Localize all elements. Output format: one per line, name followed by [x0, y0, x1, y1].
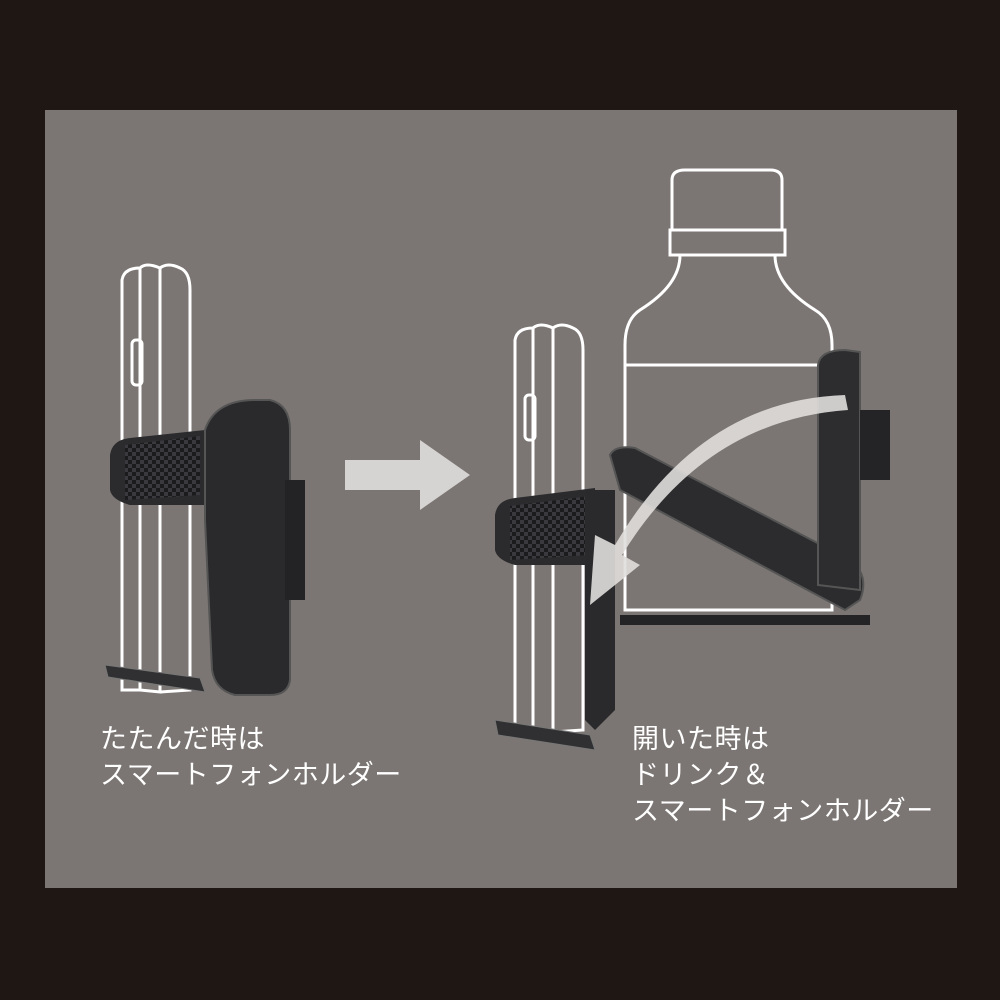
opened-holder-illustration [494, 168, 890, 751]
opened-caption-line3: スマートフォンホルダー [632, 796, 934, 827]
curved-arrow-icon [590, 395, 848, 605]
opened-caption-line2: ドリンク＆ [632, 760, 770, 791]
opened-caption: 開いた時は ドリンク＆ スマートフォンホルダー [632, 722, 934, 830]
bottle-outline-icon [623, 168, 834, 612]
holder-body-icon [204, 399, 291, 696]
folded-caption-line1: たたんだ時は [100, 724, 265, 755]
folded-holder-illustration [104, 263, 305, 696]
folded-caption: たたんだ時は スマートフォンホルダー [100, 722, 402, 794]
right-arrow-icon [345, 440, 470, 510]
phone-outline-icon [120, 263, 192, 694]
opened-caption-line1: 開いた時は [632, 724, 770, 755]
phone-outline-icon [513, 323, 585, 734]
folded-caption-line2: スマートフォンホルダー [100, 760, 402, 791]
